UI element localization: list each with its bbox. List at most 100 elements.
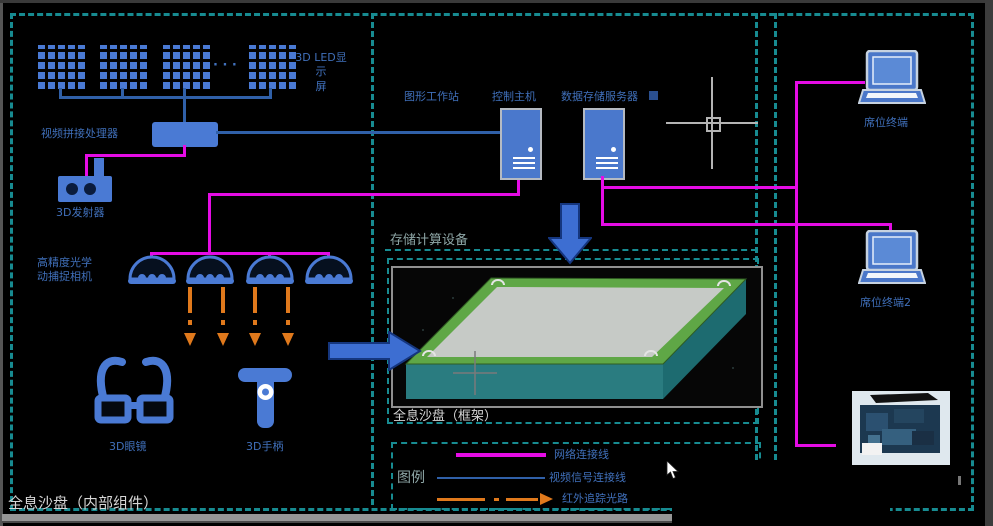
tracking-beam <box>221 287 225 313</box>
network-line <box>795 81 865 84</box>
tracking-beam <box>253 320 257 325</box>
mocap-camera-icon <box>186 255 234 284</box>
crosshair-pickbox[interactable] <box>706 117 721 132</box>
storage-device-label: 存储计算设备 <box>390 233 469 248</box>
flow-arrow-right <box>328 331 422 371</box>
tower-vent <box>596 157 618 159</box>
led-panel-icon <box>163 45 210 89</box>
emitter-lens <box>84 183 96 195</box>
terminal1-label: 席位终端 <box>864 116 908 129</box>
video-line <box>183 88 186 97</box>
network-line <box>85 154 88 178</box>
video-line <box>183 96 186 122</box>
tower-led <box>528 147 533 152</box>
emitter-lens <box>66 183 78 195</box>
video-line <box>59 88 62 97</box>
legend-video-label: 视频信号连接线 <box>549 471 626 484</box>
sandbox-platform <box>404 277 748 399</box>
window-top-edge <box>0 0 993 3</box>
tracking-beam-arrow <box>282 333 294 346</box>
emitter-antenna <box>94 158 104 178</box>
storage-server-icon <box>583 108 625 180</box>
network-line <box>208 193 520 196</box>
camera-label: 高精度光学 动捕捉相机 <box>37 256 119 285</box>
window-left-edge <box>0 0 3 526</box>
sandbox-frame-label: 全息沙盘（框架） <box>393 409 498 424</box>
video-processor-label: 视频拼接处理器 <box>41 127 118 140</box>
video-line <box>59 96 272 99</box>
led-label-line2: 屏 <box>315 79 327 93</box>
tracking-beam <box>253 287 257 313</box>
network-line <box>208 193 211 255</box>
glasses-label: 3D眼镜 <box>109 440 147 453</box>
glasses-icon <box>94 356 174 424</box>
crosshair-cursor[interactable] <box>711 77 713 169</box>
led-panel-icon <box>100 45 147 89</box>
video-line <box>216 131 500 134</box>
sandbox-image <box>391 266 763 408</box>
zone-separator-left <box>371 13 374 505</box>
terminal2-label: 席位终端2 <box>860 296 911 309</box>
emitter-label: 3D发射器 <box>56 206 105 219</box>
legend-tracking-sample <box>506 498 538 501</box>
legend-tracking-sample <box>494 498 499 501</box>
legend-video-sample <box>437 477 545 479</box>
network-line <box>601 176 604 226</box>
photo-content <box>860 393 940 455</box>
tower-vent <box>513 167 535 169</box>
camera-label-line2: 动捕捉相机 <box>37 270 92 284</box>
network-line <box>795 81 798 447</box>
tower-led <box>611 147 616 152</box>
tower-vent <box>596 162 618 164</box>
legend-network-sample <box>456 453 546 457</box>
led-panel-icon <box>38 45 85 89</box>
video-line <box>269 88 272 97</box>
left-zone-label: 全息沙盘（内部组件） <box>8 494 159 512</box>
video-line <box>121 88 124 97</box>
led-label-line1: 3D LED显示 <box>295 51 347 79</box>
network-line <box>795 444 853 447</box>
flow-arrow-down <box>548 203 592 265</box>
legend-tracking-arrow <box>540 493 553 505</box>
tracking-beam <box>286 287 290 313</box>
legend-tracking-label: 红外追踪光路 <box>562 492 628 505</box>
small-blue-marker <box>649 91 658 100</box>
network-line <box>601 223 892 226</box>
handle-icon <box>238 368 292 428</box>
tracking-beam <box>221 320 225 325</box>
emitter-icon <box>58 176 112 202</box>
network-line <box>183 145 186 156</box>
tower-vent <box>513 157 535 159</box>
workstation-label: 图形工作站 <box>404 90 459 103</box>
led-panel-icon <box>249 45 296 89</box>
tower-vent <box>513 162 535 164</box>
network-line <box>889 223 892 235</box>
laptop-icon <box>858 230 926 284</box>
handle-label: 3D手柄 <box>246 440 284 453</box>
photo-thumbnail[interactable] <box>852 391 950 465</box>
tracking-beam-arrow <box>249 333 261 346</box>
laptop-icon <box>858 50 926 104</box>
mocap-camera-icon <box>246 255 294 284</box>
legend-title: 图例 <box>397 470 425 486</box>
window-bottom-bar <box>2 514 890 523</box>
camera-label-line1: 高精度光学 <box>37 256 92 269</box>
mocap-camera-icon <box>305 255 353 284</box>
tracking-beam <box>286 320 290 325</box>
tracking-beam <box>188 320 192 325</box>
zone-separator-mid2 <box>774 13 777 505</box>
tower-vent <box>596 167 618 169</box>
led-display-label: 3D LED显示 屏 <box>292 51 350 94</box>
mocap-camera-icon <box>128 255 176 284</box>
text-cursor-mark <box>958 476 961 485</box>
control-host-label: 控制主机 <box>492 90 536 103</box>
legend-network-label: 网络连接线 <box>554 448 609 461</box>
control-host-icon <box>500 108 542 180</box>
network-line <box>517 178 520 195</box>
window-right-edge <box>985 0 993 526</box>
network-line <box>85 154 186 157</box>
network-line <box>150 252 330 255</box>
legend-tracking-sample <box>437 498 485 501</box>
led-ellipsis: · · · <box>213 58 237 73</box>
storage-server-label: 数据存储服务器 <box>561 90 638 103</box>
